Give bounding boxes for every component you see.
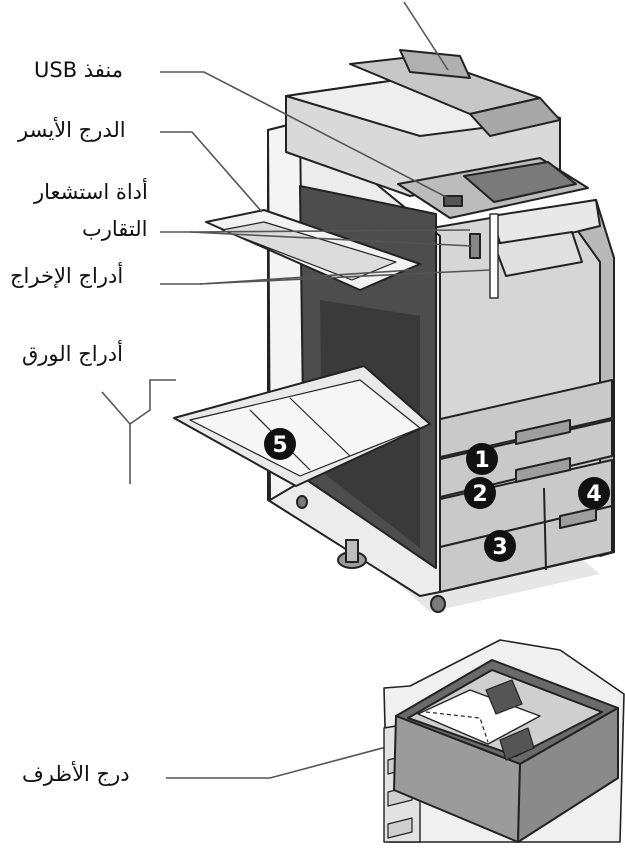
proximity-sensor-label-line2: التقارب [82, 217, 148, 241]
tray-2-marker: 2 [464, 477, 496, 509]
output-trays-label: أدراج الإخراج [10, 264, 124, 288]
svg-text:5: 5 [272, 433, 287, 458]
feeder-callout-line [403, 1, 449, 71]
left-tray-callout-line [160, 131, 263, 213]
svg-text:1: 1 [474, 448, 489, 473]
tray-4-marker: 4 [578, 477, 610, 509]
printer-body [173, 49, 615, 613]
svg-text:3: 3 [492, 535, 507, 560]
envelope-tray-callout-line [166, 737, 421, 779]
left-tray-label: الدرج الأيسر [18, 118, 126, 142]
proximity-sensor-label-line1: أداة استشعار [34, 180, 148, 204]
svg-text:4: 4 [586, 482, 601, 507]
paper-trays-label: أدراج الورق [22, 342, 123, 366]
envelope-tray-label: درج الأظرف [22, 762, 130, 786]
envelope-tray-illustration [383, 639, 625, 843]
tray-5-marker: 5 [264, 428, 296, 460]
tray-3-marker: 3 [484, 530, 516, 562]
callout-lines [101, 1, 491, 779]
svg-text:2: 2 [472, 482, 487, 507]
paper-trays-bracket [101, 379, 176, 484]
tray-markers: 1 2 3 4 5 [264, 428, 610, 562]
usb-port-label: منفذ USB [34, 58, 124, 82]
usb-callout-line [160, 71, 453, 201]
tray-1-marker: 1 [466, 443, 498, 475]
